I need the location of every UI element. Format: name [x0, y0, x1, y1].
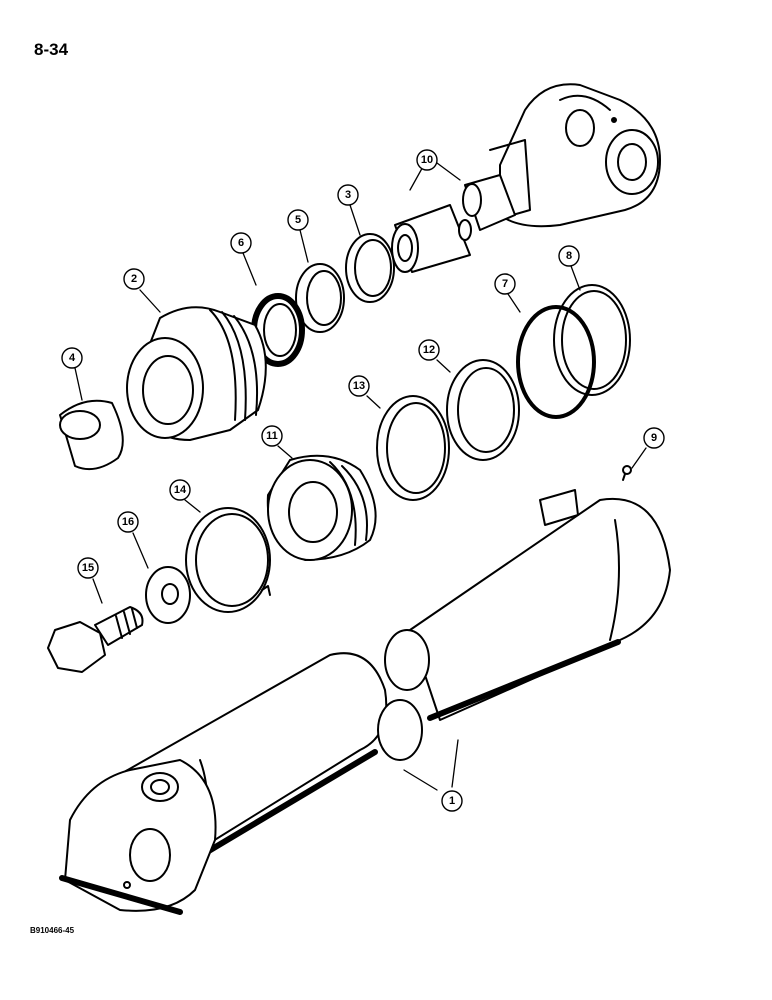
callout-8-label: 8 — [566, 250, 572, 262]
callout-5: 5 — [287, 209, 309, 231]
callout-1: 1 — [441, 790, 463, 812]
grease-fitting — [622, 465, 632, 481]
callout-12-label: 12 — [423, 344, 435, 356]
seal-5 — [295, 263, 345, 333]
callout-1-label: 1 — [449, 795, 455, 807]
seal-3 — [345, 233, 395, 303]
callout-6: 6 — [230, 232, 252, 254]
callout-10: 10 — [416, 149, 438, 171]
washer — [145, 566, 191, 624]
cylinder-barrel-upper — [384, 489, 671, 721]
seal-ring-13 — [376, 395, 450, 501]
seal-6 — [251, 293, 305, 367]
callout-15: 15 — [77, 557, 99, 579]
callout-6-label: 6 — [238, 237, 244, 249]
callout-7: 7 — [494, 273, 516, 295]
callout-15-label: 15 — [82, 562, 94, 574]
callout-12: 12 — [418, 339, 440, 361]
piston — [266, 454, 377, 561]
backup-ring-8 — [553, 284, 631, 396]
callout-14-label: 14 — [174, 484, 187, 496]
callout-16: 16 — [117, 511, 139, 533]
leader-lines — [74, 162, 647, 791]
rod-end-nut — [391, 204, 472, 273]
callout-5-label: 5 — [295, 214, 301, 226]
callout-11: 11 — [261, 425, 283, 447]
figure-code: B910466-45 — [30, 926, 75, 935]
wear-ring-12 — [446, 359, 520, 461]
page-number: 8-34 — [34, 40, 69, 59]
callout-14: 14 — [169, 479, 191, 501]
callout-3-label: 3 — [345, 189, 351, 201]
o-ring-7 — [516, 305, 596, 419]
callout-11-label: 11 — [266, 430, 278, 442]
callout-4: 4 — [61, 347, 83, 369]
callout-2: 2 — [123, 268, 145, 290]
rod-eye — [489, 83, 661, 228]
callout-4-label: 4 — [69, 352, 76, 364]
cylinder-barrel-lower — [59, 652, 423, 915]
callout-7-label: 7 — [502, 278, 508, 290]
callout-2-label: 2 — [131, 273, 137, 285]
bushing-4 — [59, 399, 124, 471]
callout-16-label: 16 — [122, 516, 134, 528]
callout-13-label: 13 — [353, 380, 365, 392]
callout-8: 8 — [558, 245, 580, 267]
callout-9-label: 9 — [651, 432, 657, 444]
bolt — [47, 606, 144, 673]
rod-end-bushing — [462, 174, 516, 231]
wear-ring-14 — [185, 507, 271, 613]
gland — [126, 306, 267, 441]
callout-13: 13 — [348, 375, 370, 397]
callout-9: 9 — [643, 427, 665, 449]
callout-3: 3 — [337, 184, 359, 206]
callout-10-label: 10 — [421, 154, 433, 166]
